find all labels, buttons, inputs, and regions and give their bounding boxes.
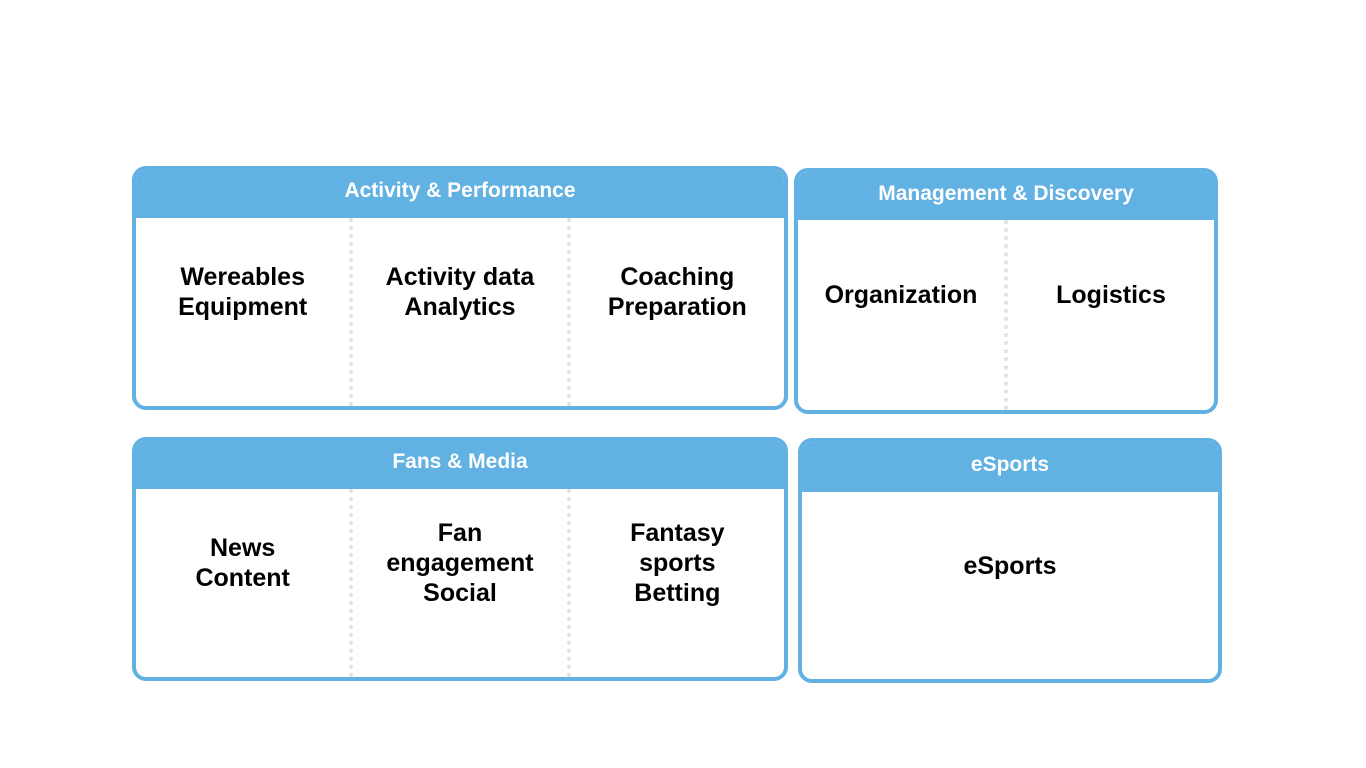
cell-fan-engagement-social: Fan engagement Social — [349, 489, 566, 677]
cell-label: Fan engagement Social — [386, 519, 534, 607]
panel-header-activity-performance: Activity & Performance — [136, 170, 784, 218]
panel-activity-performance: Activity & Performance Wereables Equipme… — [132, 166, 788, 410]
panel-header-fans-media: Fans & Media — [136, 441, 784, 489]
cell-label: Fantasy sports Betting — [630, 519, 725, 607]
cell-label: Logistics — [1056, 281, 1166, 309]
cell-fantasy-sports-betting: Fantasy sports Betting — [566, 489, 784, 677]
panel-header-esports: eSports — [802, 442, 1218, 492]
cell-label: Coaching Preparation — [607, 263, 747, 321]
cell-label: Activity data Analytics — [385, 263, 535, 321]
cell-label: eSports — [963, 551, 1057, 580]
panel-esports: eSports eSports — [798, 438, 1222, 683]
cell-label: News Content — [195, 534, 290, 592]
panel-body-fans-media: News Content Fan engagement Social Fanta… — [136, 489, 784, 677]
cell-activity-data-analytics: Activity data Analytics — [349, 218, 566, 406]
panel-body-esports: eSports — [802, 492, 1218, 679]
panel-header-management-discovery: Management & Discovery — [798, 172, 1214, 220]
panel-fans-media: Fans & Media News Content Fan engagement… — [132, 437, 788, 681]
cell-organization: Organization — [798, 220, 1004, 410]
panel-management-discovery: Management & Discovery Organization Logi… — [794, 168, 1218, 414]
cell-label: Wereables Equipment — [178, 263, 308, 321]
cell-wearables-equipment: Wereables Equipment — [136, 218, 349, 406]
cell-logistics: Logistics — [1004, 220, 1214, 410]
cell-label: Organization — [824, 281, 978, 309]
cell-esports: eSports — [802, 492, 1218, 679]
cell-coaching-preparation: Coaching Preparation — [566, 218, 784, 406]
panel-body-activity-performance: Wereables Equipment Activity data Analyt… — [136, 218, 784, 406]
panel-body-management-discovery: Organization Logistics — [798, 220, 1214, 410]
cell-news-content: News Content — [136, 489, 349, 677]
